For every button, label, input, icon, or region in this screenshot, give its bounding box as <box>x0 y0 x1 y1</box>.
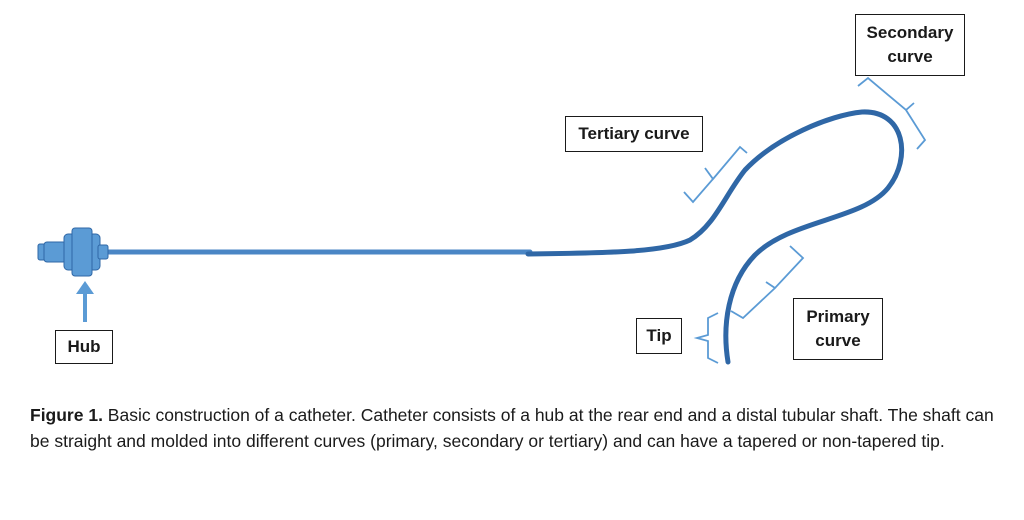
label-hub: Hub <box>55 330 113 364</box>
tip-bracket <box>693 312 719 364</box>
label-tip: Tip <box>636 318 682 354</box>
hub-arrow <box>76 281 94 322</box>
figure-caption: Figure 1. Basic construction of a cathet… <box>30 402 1000 454</box>
label-tertiary-curve: Tertiary curve <box>565 116 703 152</box>
tertiary-curve-bracket <box>683 145 748 204</box>
figure-number: Figure 1. <box>30 405 103 425</box>
hub-wing <box>71 227 93 277</box>
primary-curve-bracket <box>730 245 805 320</box>
label-secondary-curve: Secondary curve <box>855 14 965 76</box>
curved-shaft <box>525 109 904 365</box>
hub-strain-relief <box>97 244 109 260</box>
hub-connector <box>37 227 109 277</box>
secondary-curve-bracket <box>857 76 927 150</box>
caption-text: Basic construction of a catheter. Cathet… <box>30 405 994 451</box>
hub-neck <box>43 241 67 263</box>
label-primary-curve: Primary curve <box>793 298 883 360</box>
